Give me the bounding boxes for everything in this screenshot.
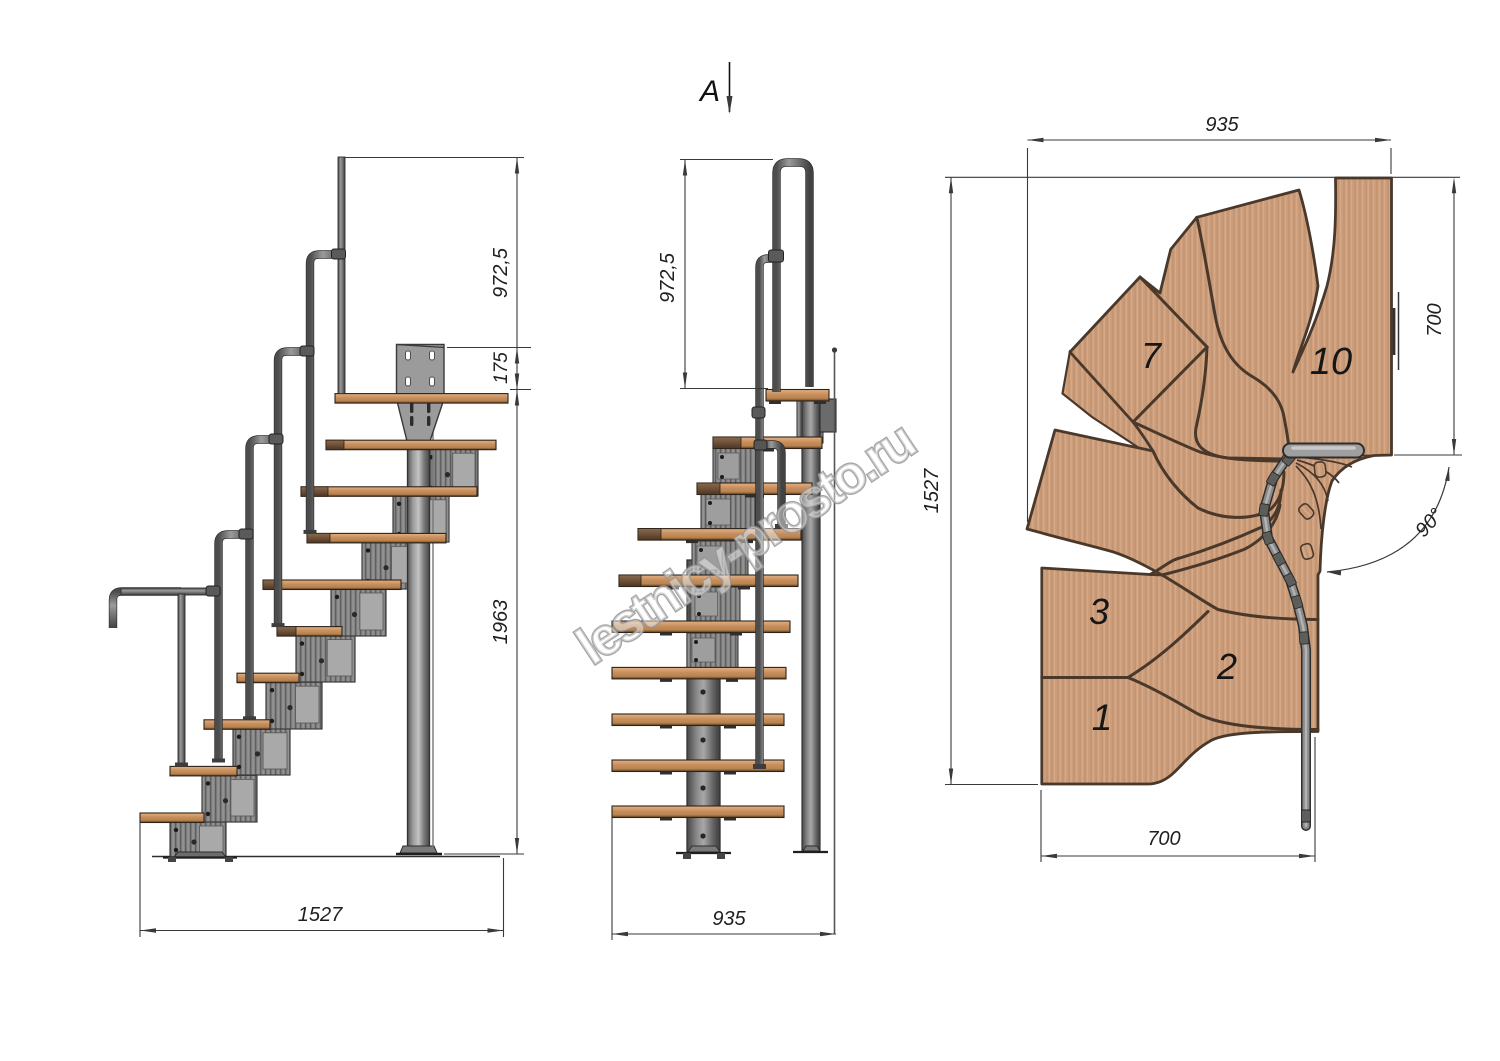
svg-text:972,5: 972,5 [490,247,512,298]
svg-text:1: 1 [1092,697,1113,738]
svg-text:A: A [698,75,720,108]
svg-text:10: 10 [1310,341,1352,383]
svg-text:175: 175 [491,352,512,384]
svg-text:3: 3 [1089,591,1109,632]
svg-text:7: 7 [1141,335,1163,376]
svg-text:935: 935 [712,908,746,930]
svg-text:1527: 1527 [921,468,943,513]
svg-text:935: 935 [1205,114,1239,136]
svg-text:700: 700 [1147,828,1180,850]
svg-text:700: 700 [1424,303,1446,336]
svg-text:1527: 1527 [298,904,343,926]
svg-text:972,5: 972,5 [657,252,679,303]
svg-text:1963: 1963 [490,600,512,645]
svg-text:2: 2 [1216,646,1237,687]
